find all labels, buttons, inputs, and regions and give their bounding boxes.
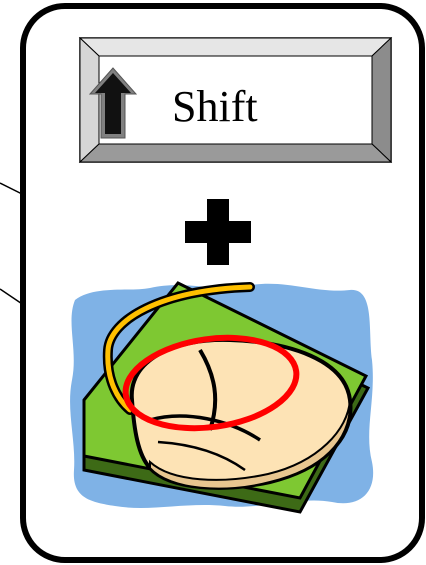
- mouse-cable-fill: [105, 284, 253, 413]
- mouse-button-edge: [149, 414, 261, 442]
- shift-key-label: Shift: [172, 82, 258, 131]
- plus-icon: [185, 199, 251, 265]
- mouse-body-crease: [157, 440, 246, 472]
- key-bevel-bottom: [78, 143, 393, 163]
- highlight-ellipse: [122, 334, 300, 432]
- computer-mouse-icon: [70, 281, 374, 514]
- key-bevel-right: [371, 36, 392, 164]
- key-bevel-left: [79, 36, 100, 164]
- key-face: [98, 55, 373, 145]
- up-arrow-icon: [88, 67, 138, 139]
- key-bevel-top: [78, 37, 393, 57]
- shift-key: Shift: [78, 36, 393, 164]
- mouse-underside: [149, 399, 352, 490]
